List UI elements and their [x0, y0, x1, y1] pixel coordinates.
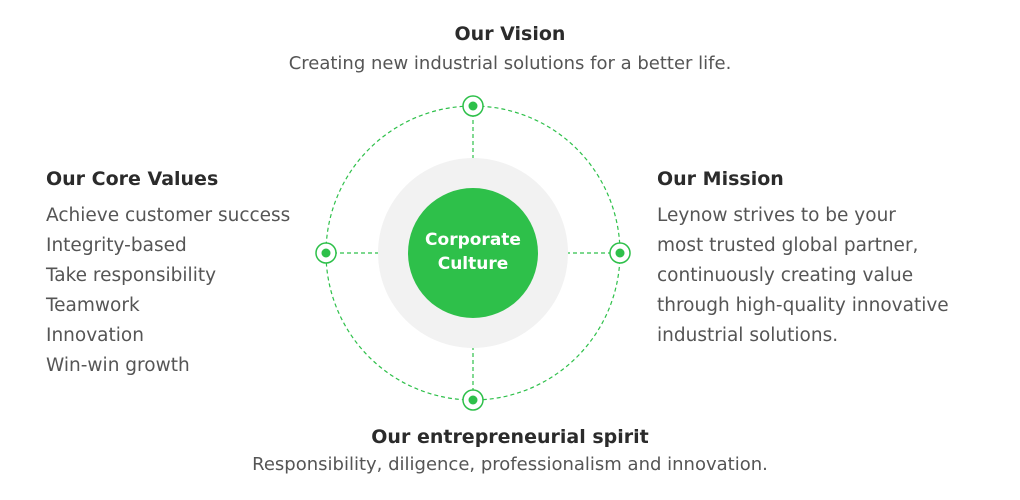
core-values-block: Our Core Values Achieve customer success…	[46, 167, 326, 381]
vision-block: Our Vision Creating new industrial solut…	[0, 22, 1020, 78]
mission-block: Our Mission Leynow strives to be your mo…	[657, 167, 987, 351]
spirit-text: Responsibility, diligence, professionali…	[252, 454, 768, 475]
core-label-line2: Culture	[437, 254, 509, 274]
spirit-block: Our entrepreneurial spirit Responsibilit…	[0, 425, 1020, 479]
mission-line: most trusted global partner,	[657, 235, 919, 256]
core-values-title: Our Core Values	[46, 168, 219, 190]
spirit-title: Our entrepreneurial spirit	[371, 426, 649, 448]
mission-line: through high-quality innovative	[657, 295, 949, 316]
node-top	[462, 95, 484, 117]
core-value-item: Teamwork	[46, 295, 140, 316]
core-circle	[408, 188, 538, 318]
core-value-item: Take responsibility	[46, 265, 217, 286]
core-value-item: Integrity-based	[46, 235, 187, 256]
core-label-line1: Corporate	[425, 230, 521, 250]
mission-line: Leynow strives to be your	[657, 205, 896, 226]
mission-title: Our Mission	[657, 168, 784, 190]
node-bottom	[462, 389, 484, 411]
vision-title: Our Vision	[454, 23, 566, 45]
mission-line: continuously creating value	[657, 265, 914, 286]
mission-line: industrial solutions.	[657, 325, 839, 346]
core-label: Corporate Culture	[398, 228, 548, 276]
node-left	[315, 242, 337, 264]
core-value-item: Win-win growth	[46, 355, 190, 376]
core-value-item: Innovation	[46, 325, 144, 346]
vision-text: Creating new industrial solutions for a …	[288, 53, 732, 74]
core-value-item: Achieve customer success	[46, 205, 291, 226]
node-right	[609, 242, 631, 264]
